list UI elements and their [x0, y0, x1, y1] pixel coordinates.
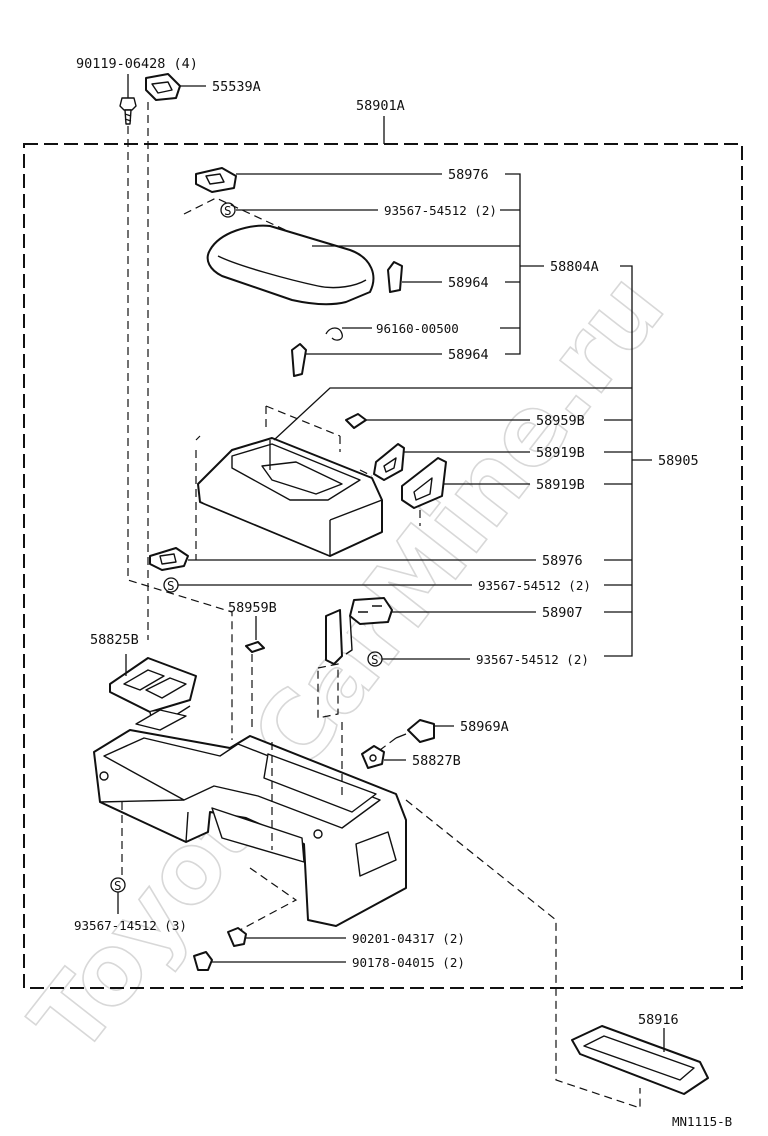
- screw-symbol-mid: S: [167, 578, 175, 593]
- label-90178: 90178-04015 (2): [352, 955, 465, 970]
- guide-knob: [379, 737, 397, 751]
- label-58905: 58905: [658, 453, 699, 469]
- label-58919b-b: 58919B: [536, 477, 585, 493]
- nut-58827b: [361, 745, 385, 769]
- label-58901a: 58901A: [356, 98, 405, 114]
- screw-symbol-low: S: [371, 652, 379, 667]
- label-58919b-a: 58919B: [536, 445, 585, 461]
- lower-console-body: [93, 709, 407, 927]
- label-96160: 96160-00500: [376, 321, 459, 336]
- label-58959b-low: 58959B: [228, 600, 277, 616]
- tray-58825b: [109, 657, 197, 723]
- label-58976-mid: 58976: [542, 553, 583, 569]
- pad-58959b-low: [245, 641, 265, 653]
- spring-96160: [325, 327, 343, 341]
- label-93567-low: 93567-54512 (2): [476, 652, 589, 667]
- bolt-90119: [119, 97, 137, 125]
- screw-symbol-bottom: S: [114, 878, 122, 893]
- guide-bolt: [127, 126, 233, 740]
- mat-58916: [571, 1025, 709, 1095]
- upper-console-box: [197, 437, 383, 557]
- nut-90178: [193, 951, 213, 971]
- label-58964-a: 58964: [448, 275, 489, 291]
- label-58916: 58916: [638, 1012, 679, 1028]
- nut-90201: [227, 927, 247, 947]
- screw-symbol-top: S: [224, 203, 232, 218]
- guide-lower-body: [121, 722, 343, 931]
- label-58969a: 58969A: [460, 719, 509, 735]
- label-58907: 58907: [542, 605, 583, 621]
- armrest-lid: [206, 224, 375, 306]
- guide-mat: [405, 799, 641, 1109]
- bracket-58804a: [500, 173, 544, 355]
- hinge-pin-58964-a: [387, 261, 403, 293]
- bracket-58804a-right: [620, 265, 633, 388]
- label-58827b: 58827B: [412, 753, 461, 769]
- bracket-58905: [604, 388, 652, 657]
- label-90119: 90119-06428 (4): [76, 56, 198, 72]
- knob-58969a: [395, 719, 435, 743]
- gasket-58919b-a: [373, 443, 405, 481]
- screw-circle-top: [220, 202, 236, 218]
- label-58959b-top: 58959B: [536, 413, 585, 429]
- label-58964-b: 58964: [448, 347, 489, 363]
- label-90201: 90201-04317 (2): [352, 931, 465, 946]
- diagram-code: MN1115-B: [672, 1114, 732, 1129]
- clip-55539a: [145, 73, 181, 101]
- label-93567-top: 93567-54512 (2): [384, 203, 497, 218]
- pad-58959b-top: [345, 413, 367, 429]
- label-93567-mid: 93567-54512 (2): [478, 578, 591, 593]
- leader-upper-box: [273, 387, 632, 441]
- guide-gasket: [359, 469, 421, 526]
- gasket-58919b-b: [401, 457, 447, 509]
- label-93567-14512: 93567-14512 (3): [74, 918, 187, 933]
- guide-upper-box: [195, 405, 341, 560]
- guide-58907: [317, 663, 339, 719]
- assembly-frame: [23, 143, 743, 989]
- hinge-pin-58964-b: [291, 343, 307, 377]
- label-55539a: 55539A: [212, 79, 261, 95]
- hinge-58976-top: [195, 167, 237, 193]
- hinge-58976-mid: [149, 547, 189, 571]
- bracket-part-58907: [325, 597, 393, 665]
- label-58804a: 58804A: [550, 259, 599, 275]
- label-58825b: 58825B: [90, 632, 139, 648]
- label-58976-top: 58976: [448, 167, 489, 183]
